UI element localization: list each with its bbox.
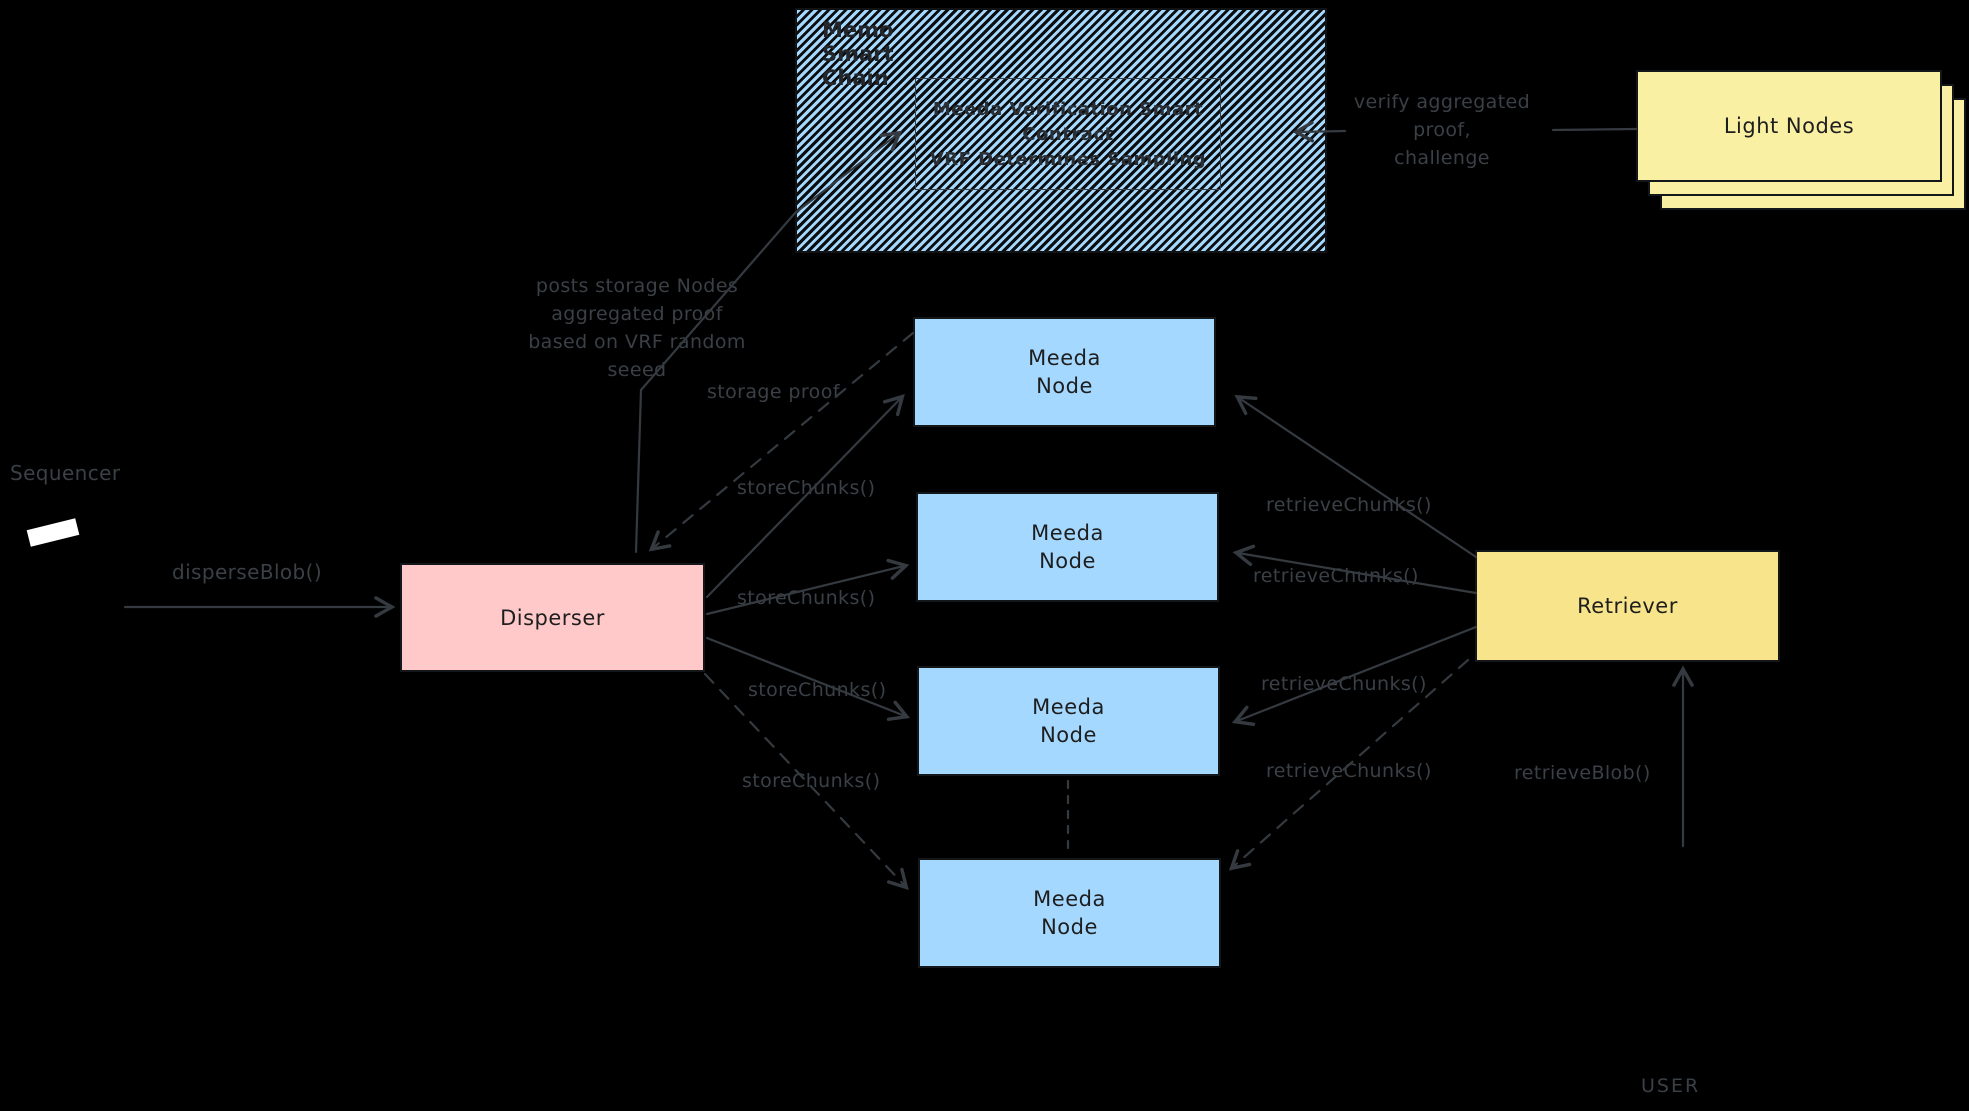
contract-line-2: Contract xyxy=(1022,123,1114,145)
contract-line-1: Meeda Verification Smart xyxy=(932,98,1204,120)
disperser-box: Disperser xyxy=(400,563,705,672)
retrieve-chunks-label-3: retrieveChunks() xyxy=(1261,673,1427,695)
retriever-label: Retriever xyxy=(1577,594,1678,618)
retrieve-chunks-label-1: retrieveChunks() xyxy=(1266,494,1432,516)
sequencer-icon xyxy=(26,518,80,547)
user-label: USER xyxy=(1641,1075,1701,1097)
arrow-verify-segment xyxy=(1551,127,1638,132)
disperser-label: Disperser xyxy=(500,605,605,630)
store-chunks-label-1: storeChunks() xyxy=(737,477,876,499)
meeda-node-2-line1: Meeda xyxy=(1031,521,1104,545)
meeda-node-3-line2: Node xyxy=(1040,723,1097,747)
meeda-node-3-line1: Meeda xyxy=(1032,695,1105,719)
arrow-store-chunks-3 xyxy=(705,636,911,721)
contract-line-3: VRF Determines Sampling xyxy=(929,148,1207,170)
disperse-blob-label: disperseBlob() xyxy=(172,560,323,584)
meeda-node-1-line1: Meeda xyxy=(1028,346,1101,370)
retrieve-chunks-label-2: retrieveChunks() xyxy=(1253,565,1419,587)
storage-proof-label: storage proof xyxy=(707,381,840,403)
retriever-box: Retriever xyxy=(1475,550,1780,662)
meeda-node-1-line2: Node xyxy=(1036,374,1093,398)
light-nodes-label: Light Nodes xyxy=(1723,114,1855,138)
light-nodes-card: Light Nodes xyxy=(1636,70,1942,182)
meeda-node-3: Meeda Node xyxy=(917,666,1220,776)
sequencer-label: Sequencer xyxy=(10,461,121,485)
posts-proof-label: posts storage Nodes aggregated proof bas… xyxy=(528,272,746,384)
verify-proof-line2: challenge xyxy=(1394,147,1490,169)
meeda-node-2: Meeda Node xyxy=(916,492,1219,602)
arrow-retrieve-chunks-1 xyxy=(1234,394,1478,559)
memo-smart-chain-title: Memo Smart Chain xyxy=(822,18,894,90)
meeda-node-4-line1: Meeda xyxy=(1033,887,1106,911)
meeda-node-1: Meeda Node xyxy=(913,317,1216,427)
verify-proof-label: verify aggregated proof, challenge xyxy=(1326,88,1558,172)
retrieve-chunks-label-4: retrieveChunks() xyxy=(1266,760,1432,782)
store-chunks-label-4: storeChunks() xyxy=(742,770,881,792)
meeda-node-4-line2: Node xyxy=(1041,915,1098,939)
verify-proof-line1: verify aggregated proof, xyxy=(1353,91,1531,141)
meeda-verification-contract-box: Meeda Verification Smart Contract VRF De… xyxy=(915,78,1221,190)
posts-proof-line1: posts storage Nodes xyxy=(535,275,739,297)
meeda-node-2-line2: Node xyxy=(1039,549,1096,573)
store-chunks-label-2: storeChunks() xyxy=(737,587,876,609)
posts-proof-line2: aggregated proof xyxy=(551,303,723,325)
meeda-node-4: Meeda Node xyxy=(918,858,1221,968)
posts-proof-line3: based on VRF random xyxy=(528,331,746,353)
retrieve-blob-label: retrieveBlob() xyxy=(1514,762,1651,784)
posts-proof-line4: seeed xyxy=(607,359,667,381)
store-chunks-label-3: storeChunks() xyxy=(748,679,887,701)
